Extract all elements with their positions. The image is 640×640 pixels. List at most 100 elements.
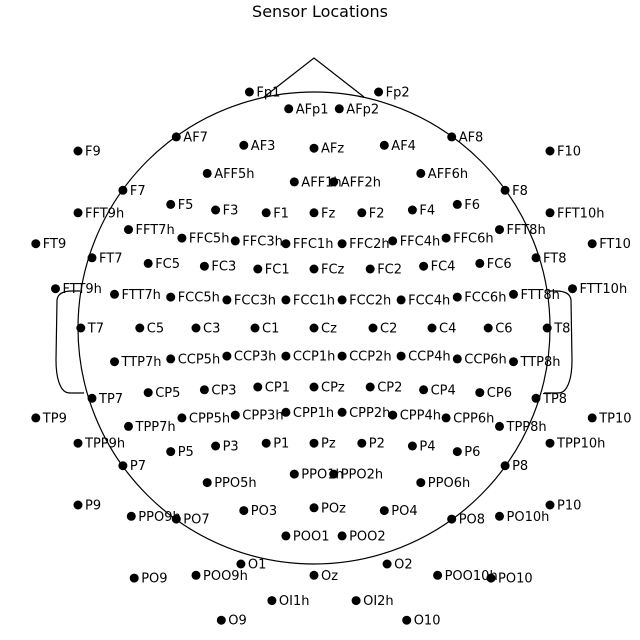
sensor-marker-ccp2h [337,351,347,361]
sensor-marker-o1 [236,559,246,569]
sensor-marker-fft10h [545,208,555,218]
sensor-label-af7: AF7 [183,130,208,145]
sensor-marker-cp3 [199,385,209,395]
sensor-label-f3: F3 [223,204,239,219]
sensor-marker-af7 [171,132,181,142]
sensor-label-ccp1h: CCP1h [293,350,336,365]
sensor-label-c3: C3 [203,322,220,337]
sensor-marker-ffc5h [177,233,187,243]
sensor-marker-fft8h [495,225,504,235]
sensor-label-fft8h: FFT8h [507,223,546,238]
sensor-marker-tp10 [587,413,597,423]
sensor-marker-ffc4h [388,236,398,246]
sensor-label-cp3: CP3 [211,383,236,398]
sensor-marker-fc6 [475,258,485,268]
sensor-label-fz: Fz [321,206,335,221]
sensor-marker-tp9 [31,413,41,423]
sensor-label-ftt8h: FTT8h [521,288,560,303]
sensor-label-tpp9h: TPP9h [84,437,125,452]
sensor-marker-fcc3h [222,295,232,305]
sensor-marker-ftt7h [110,289,119,299]
sensor-label-p5: P5 [178,445,194,460]
sensor-label-ccp3h: CCP3h [234,350,277,365]
sensor-label-f5: F5 [178,198,194,213]
sensor-marker-afp1 [284,104,294,114]
sensor-label-cpp1h: CPP1h [293,406,334,421]
sensor-marker-aff6h [416,168,426,178]
sensor-marker-t7 [76,323,86,333]
sensor-marker-cpz [309,382,319,392]
sensor-label-tpp7h: TPP7h [135,420,176,435]
sensor-label-fc5: FC5 [155,257,180,272]
sensor-label-aff2h: AFF2h [341,175,381,190]
sensor-marker-ccp4h [396,351,406,361]
sensor-label-ft7: FT7 [99,251,122,266]
sensor-label-p3: P3 [223,440,239,455]
sensor-label-aff5h: AFF5h [214,167,254,182]
sensor-label-ttp7h: TTP7h [121,355,162,370]
sensor-marker-ppo6h [416,478,426,488]
sensor-label-oi1h: OI1h [279,594,310,609]
sensor-marker-tpp10h [545,438,555,448]
sensor-marker-f9 [73,146,83,156]
sensor-label-o2: O2 [394,558,413,573]
sensor-marker-ftt10h [568,284,577,294]
sensor-label-ccp2h: CCP2h [349,350,392,365]
sensor-label-p7: P7 [130,459,146,474]
sensor-label-p9: P9 [85,499,101,514]
sensor-label-f7: F7 [130,184,146,199]
sensor-marker-c4 [427,323,437,333]
sensor-marker-po4 [379,506,389,516]
sensor-marker-fcc4h [396,295,406,305]
sensor-label-fcc6h: FCC6h [464,291,506,306]
sensor-label-poo10h: POO10h [445,569,498,584]
sensor-marker-pz [309,438,319,448]
sensor-label-f4: F4 [419,204,435,219]
right-ear [544,290,573,394]
sensor-marker-ft7 [87,253,97,263]
sensor-marker-c2 [368,323,378,333]
sensor-label-cpp5h: CPP5h [189,411,230,426]
sensor-label-fc1: FC1 [265,263,290,278]
sensor-label-af3: AF3 [251,139,276,154]
sensor-marker-ppo5h [202,478,212,488]
sensor-marker-cpp1h [281,407,291,417]
sensor-label-cp4: CP4 [431,383,456,398]
sensor-label-o9: O9 [228,614,247,629]
sensor-marker-tpp9h [73,438,83,448]
sensor-marker-c5 [135,323,145,333]
sensor-label-oz: Oz [321,569,338,584]
sensor-label-fc4: FC4 [431,260,456,275]
sensor-label-afp1: AFp1 [296,102,329,117]
sensor-label-p10: P10 [557,499,581,514]
sensor-label-c6: C6 [495,322,512,337]
sensor-marker-ffc6h [441,233,451,243]
sensor-marker-o10 [402,615,412,625]
sensor-label-t7: T7 [87,322,104,337]
sensor-label-c2: C2 [380,322,397,337]
sensor-label-c5: C5 [147,322,164,337]
sensor-label-tp7: TP7 [98,392,123,407]
sensor-label-po7: PO7 [183,513,209,528]
sensor-marker-fp1 [244,87,254,97]
sensor-label-ffc5h: FFC5h [189,232,230,247]
sensor-marker-cpp5h [177,413,187,423]
sensor-label-ppo6h: PPO6h [428,476,470,491]
sensor-marker-p5 [166,447,176,457]
sensor-label-fft9h: FFT9h [85,206,124,221]
sensor-label-afp2: AFp2 [346,102,379,117]
sensor-marker-p3 [211,441,221,451]
sensor-label-ft9: FT9 [43,237,66,252]
sensor-label-ffc3h: FFC3h [242,234,283,249]
sensor-marker-cpp6h [441,413,451,423]
sensor-marker-ccp5h [166,354,176,364]
sensor-label-cpz: CPz [321,381,345,396]
sensor-label-cpp3h: CPP3h [242,409,283,424]
sensor-label-o10: O10 [414,614,441,629]
sensor-label-po8: PO8 [459,513,485,528]
sensor-label-cp1: CP1 [265,381,290,396]
sensor-label-cz: Cz [321,322,337,337]
sensor-marker-poo1 [281,531,291,541]
sensor-marker-ffc1h [281,239,291,249]
